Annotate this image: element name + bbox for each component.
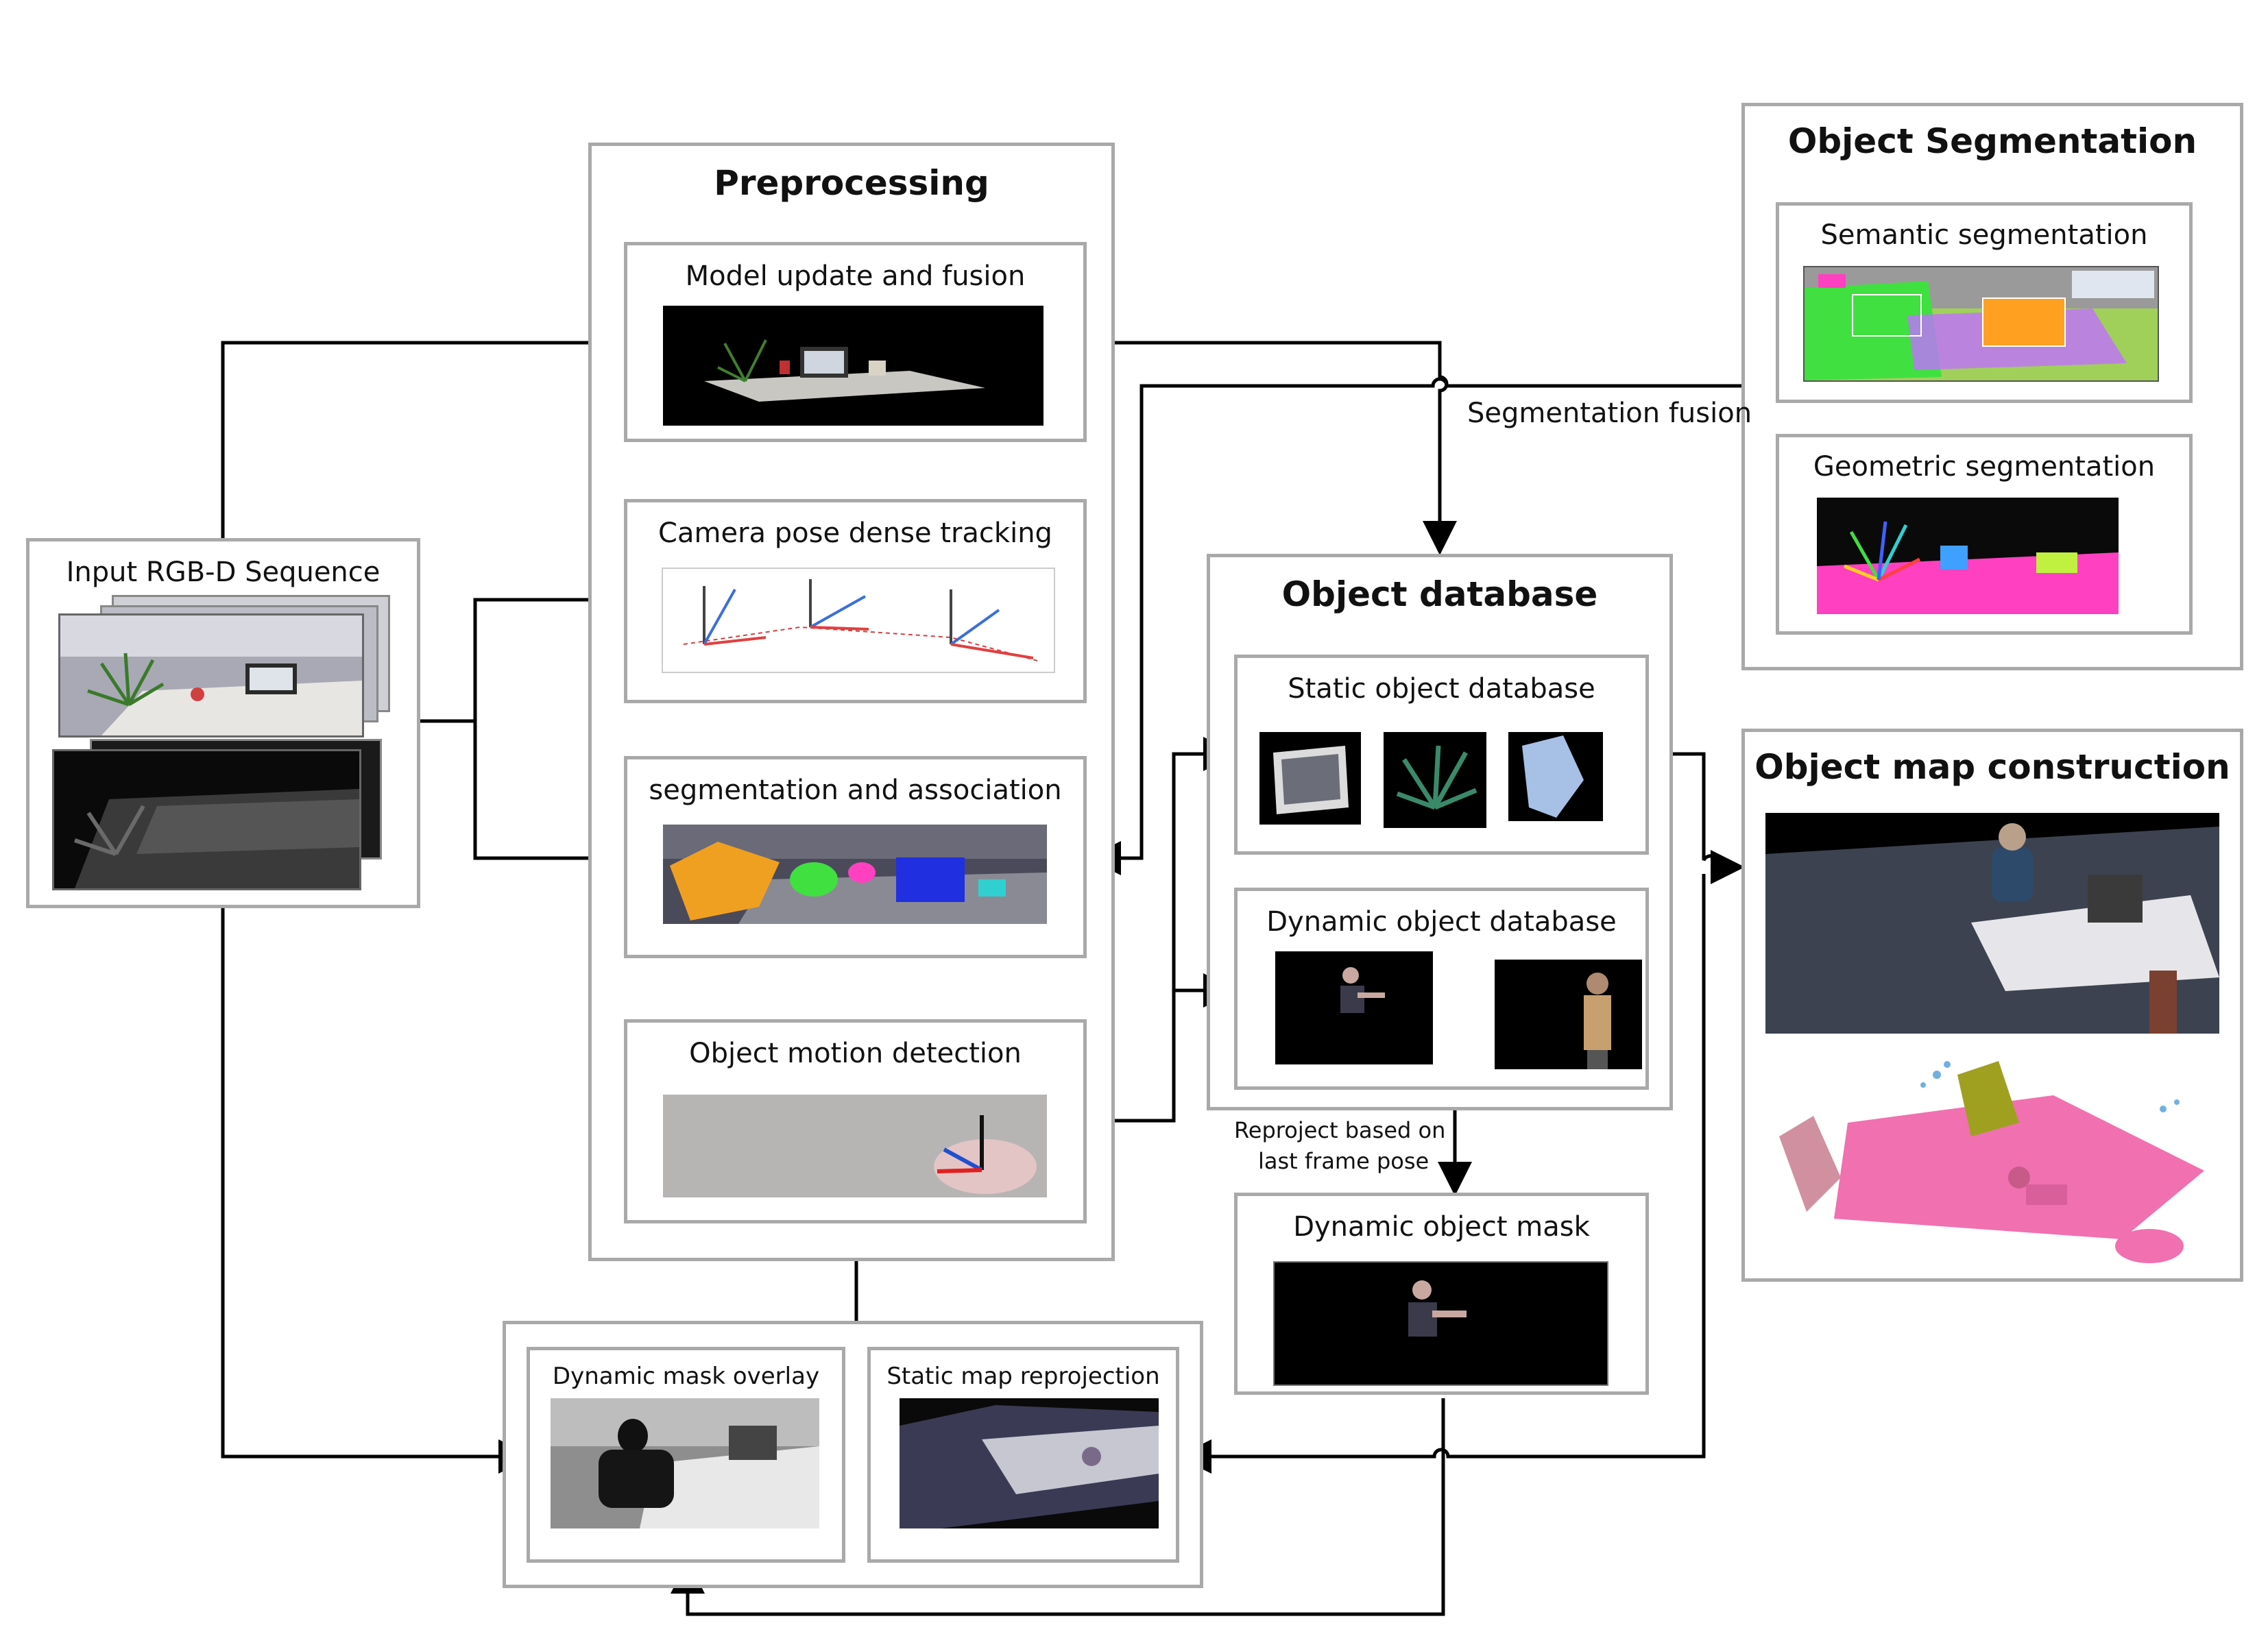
motion-detection-image	[663, 1095, 1047, 1197]
seg-assoc-label: segmentation and association	[649, 775, 1062, 806]
static-object-chair	[1508, 732, 1603, 821]
semantic-seg-label: Semantic segmentation	[1820, 219, 2148, 251]
preprocessing-title: Preprocessing	[714, 163, 989, 203]
static-map-reprojection-image	[900, 1398, 1159, 1528]
object-map-reconstruction-image	[1765, 1047, 2219, 1267]
dynamic-object-mask-box: Dynamic object mask	[1234, 1193, 1649, 1395]
motion-detection-label: Object motion detection	[689, 1038, 1022, 1069]
object-map-scene-image	[1765, 813, 2219, 1034]
arrow-mask-to-overlay	[671, 1398, 1445, 1616]
motion-detection-box: Object motion detection	[624, 1019, 1087, 1223]
input-rgbd-panel: Input RGB-D Sequence	[26, 538, 420, 908]
dynamic-mask-overlay-box: Dynamic mask overlay	[527, 1347, 845, 1563]
static-object-plant	[1384, 732, 1486, 828]
seg-assoc-image	[663, 825, 1047, 924]
reproject-label-line1: Reproject based on	[1234, 1117, 1446, 1143]
object-map-title: Object map construction	[1754, 747, 2230, 787]
arrow-input-to-model-update	[221, 326, 631, 538]
object-map-panel: Object map construction	[1741, 729, 2243, 1282]
geometric-seg-label: Geometric segmentation	[1813, 451, 2156, 483]
rgb-frame-front	[58, 613, 364, 738]
arrow-motion-split	[1087, 990, 1176, 1123]
reproject-label-line2: last frame pose	[1258, 1148, 1429, 1174]
object-segmentation-title: Object Segmentation	[1787, 121, 2197, 161]
geometric-seg-box: Geometric segmentation	[1776, 434, 2193, 635]
object-database-title: Object database	[1281, 574, 1598, 614]
seg-assoc-box: segmentation and association	[624, 756, 1087, 958]
dynamic-object-db-box: Dynamic object database	[1234, 888, 1649, 1090]
segmentation-fusion-label: Segmentation fusion	[1467, 398, 1752, 429]
input-title: Input RGB-D Sequence	[66, 557, 381, 588]
dynamic-object-person-standing	[1495, 960, 1642, 1069]
static-object-db-box: Static object database	[1234, 655, 1649, 855]
semantic-seg-box: Semantic segmentation	[1776, 202, 2193, 403]
model-update-box: Model update and fusion	[624, 242, 1087, 442]
arrow-static-to-map	[1649, 752, 1745, 884]
dynamic-mask-overlay-image	[551, 1398, 819, 1528]
static-map-reprojection-box: Static map reprojection	[867, 1347, 1179, 1563]
camera-pose-image	[662, 568, 1055, 673]
geometric-seg-image	[1817, 498, 2119, 614]
arrow-input-to-seg-assoc	[473, 721, 631, 875]
dynamic-object-db-label: Dynamic object database	[1266, 906, 1617, 938]
dynamic-object-mask-image	[1273, 1261, 1608, 1386]
static-object-db-label: Static object database	[1288, 673, 1595, 705]
static-object-monitor	[1259, 732, 1361, 825]
arrow-input-to-overlay	[221, 908, 533, 1474]
semantic-seg-image	[1803, 266, 2159, 382]
model-update-image	[663, 306, 1043, 426]
camera-pose-box: Camera pose dense tracking	[624, 499, 1087, 703]
arrow-segfusion-to-seg-assoc	[1087, 377, 1741, 875]
arrow-input-to-camera-pose	[473, 583, 631, 721]
dynamic-mask-overlay-label: Dynamic mask overlay	[552, 1363, 820, 1390]
dynamic-object-mask-label: Dynamic object mask	[1293, 1211, 1590, 1243]
camera-pose-label: Camera pose dense tracking	[658, 517, 1052, 549]
dynamic-object-person-sitting	[1275, 951, 1433, 1064]
static-map-reprojection-label: Static map reprojection	[886, 1363, 1160, 1390]
model-update-label: Model update and fusion	[685, 260, 1026, 292]
depth-frame-front	[52, 749, 361, 890]
